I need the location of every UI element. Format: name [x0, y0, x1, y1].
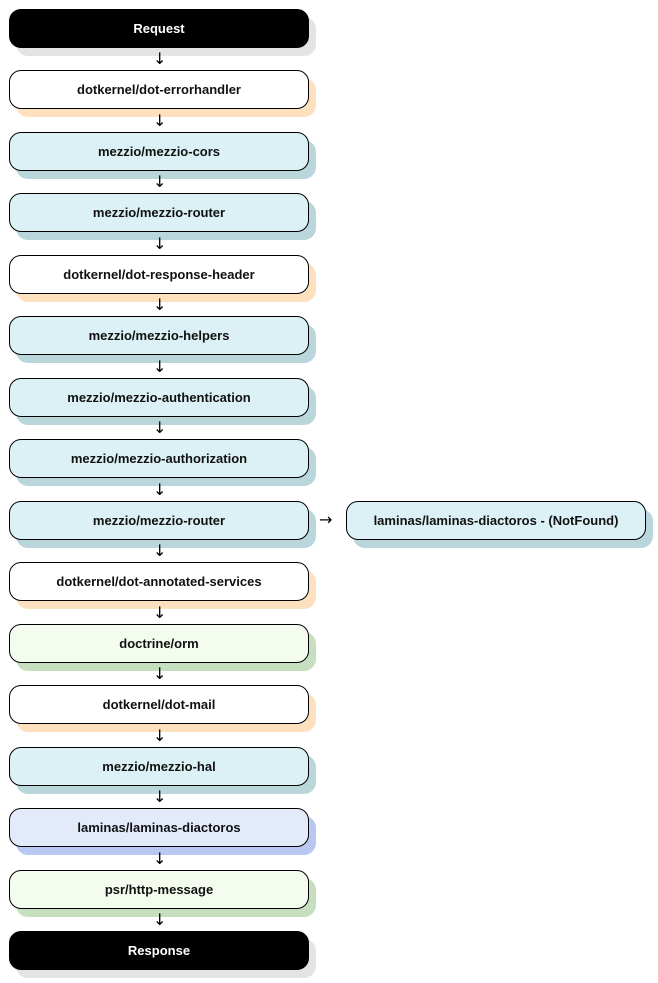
arrow-down-icon: ↓: [153, 172, 167, 191]
response-node: Response: [9, 931, 309, 970]
node-mezzio-cors: mezzio/mezzio-cors: [9, 132, 309, 171]
request-node: Request: [9, 9, 309, 48]
arrow-down-icon: ↓: [153, 234, 167, 253]
node-mezzio-router: mezzio/mezzio-router: [9, 193, 309, 232]
arrow-down-icon: ↓: [153, 480, 167, 499]
node-dot-mail: dotkernel/dot-mail: [9, 685, 309, 724]
arrow-down-icon: ↓: [153, 295, 167, 314]
arrow-right-icon: →: [319, 510, 333, 529]
node-mezzio-authentication: mezzio/mezzio-authentication: [9, 378, 309, 417]
arrow-down-icon: ↓: [153, 49, 167, 68]
node-not-found: laminas/laminas-diactoros - (NotFound): [346, 501, 646, 540]
node-laminas-diactoros: laminas/laminas-diactoros: [9, 808, 309, 847]
arrow-down-icon: ↓: [153, 726, 167, 745]
arrow-down-icon: ↓: [153, 418, 167, 437]
node-dot-annotated-services: dotkernel/dot-annotated-services: [9, 562, 309, 601]
arrow-down-icon: ↓: [153, 664, 167, 683]
node-mezzio-authorization: mezzio/mezzio-authorization: [9, 439, 309, 478]
node-mezzio-router-dispatch: mezzio/mezzio-router: [9, 501, 309, 540]
node-psr-http-message: psr/http-message: [9, 870, 309, 909]
node-mezzio-helpers: mezzio/mezzio-helpers: [9, 316, 309, 355]
arrow-down-icon: ↓: [153, 111, 167, 130]
node-doctrine-orm: doctrine/orm: [9, 624, 309, 663]
node-dot-response-header: dotkernel/dot-response-header: [9, 255, 309, 294]
arrow-down-icon: ↓: [153, 603, 167, 622]
arrow-down-icon: ↓: [153, 910, 167, 929]
node-mezzio-hal: mezzio/mezzio-hal: [9, 747, 309, 786]
arrow-down-icon: ↓: [153, 541, 167, 560]
arrow-down-icon: ↓: [153, 849, 167, 868]
node-dot-errorhandler: dotkernel/dot-errorhandler: [9, 70, 309, 109]
arrow-down-icon: ↓: [153, 357, 167, 376]
arrow-down-icon: ↓: [153, 787, 167, 806]
